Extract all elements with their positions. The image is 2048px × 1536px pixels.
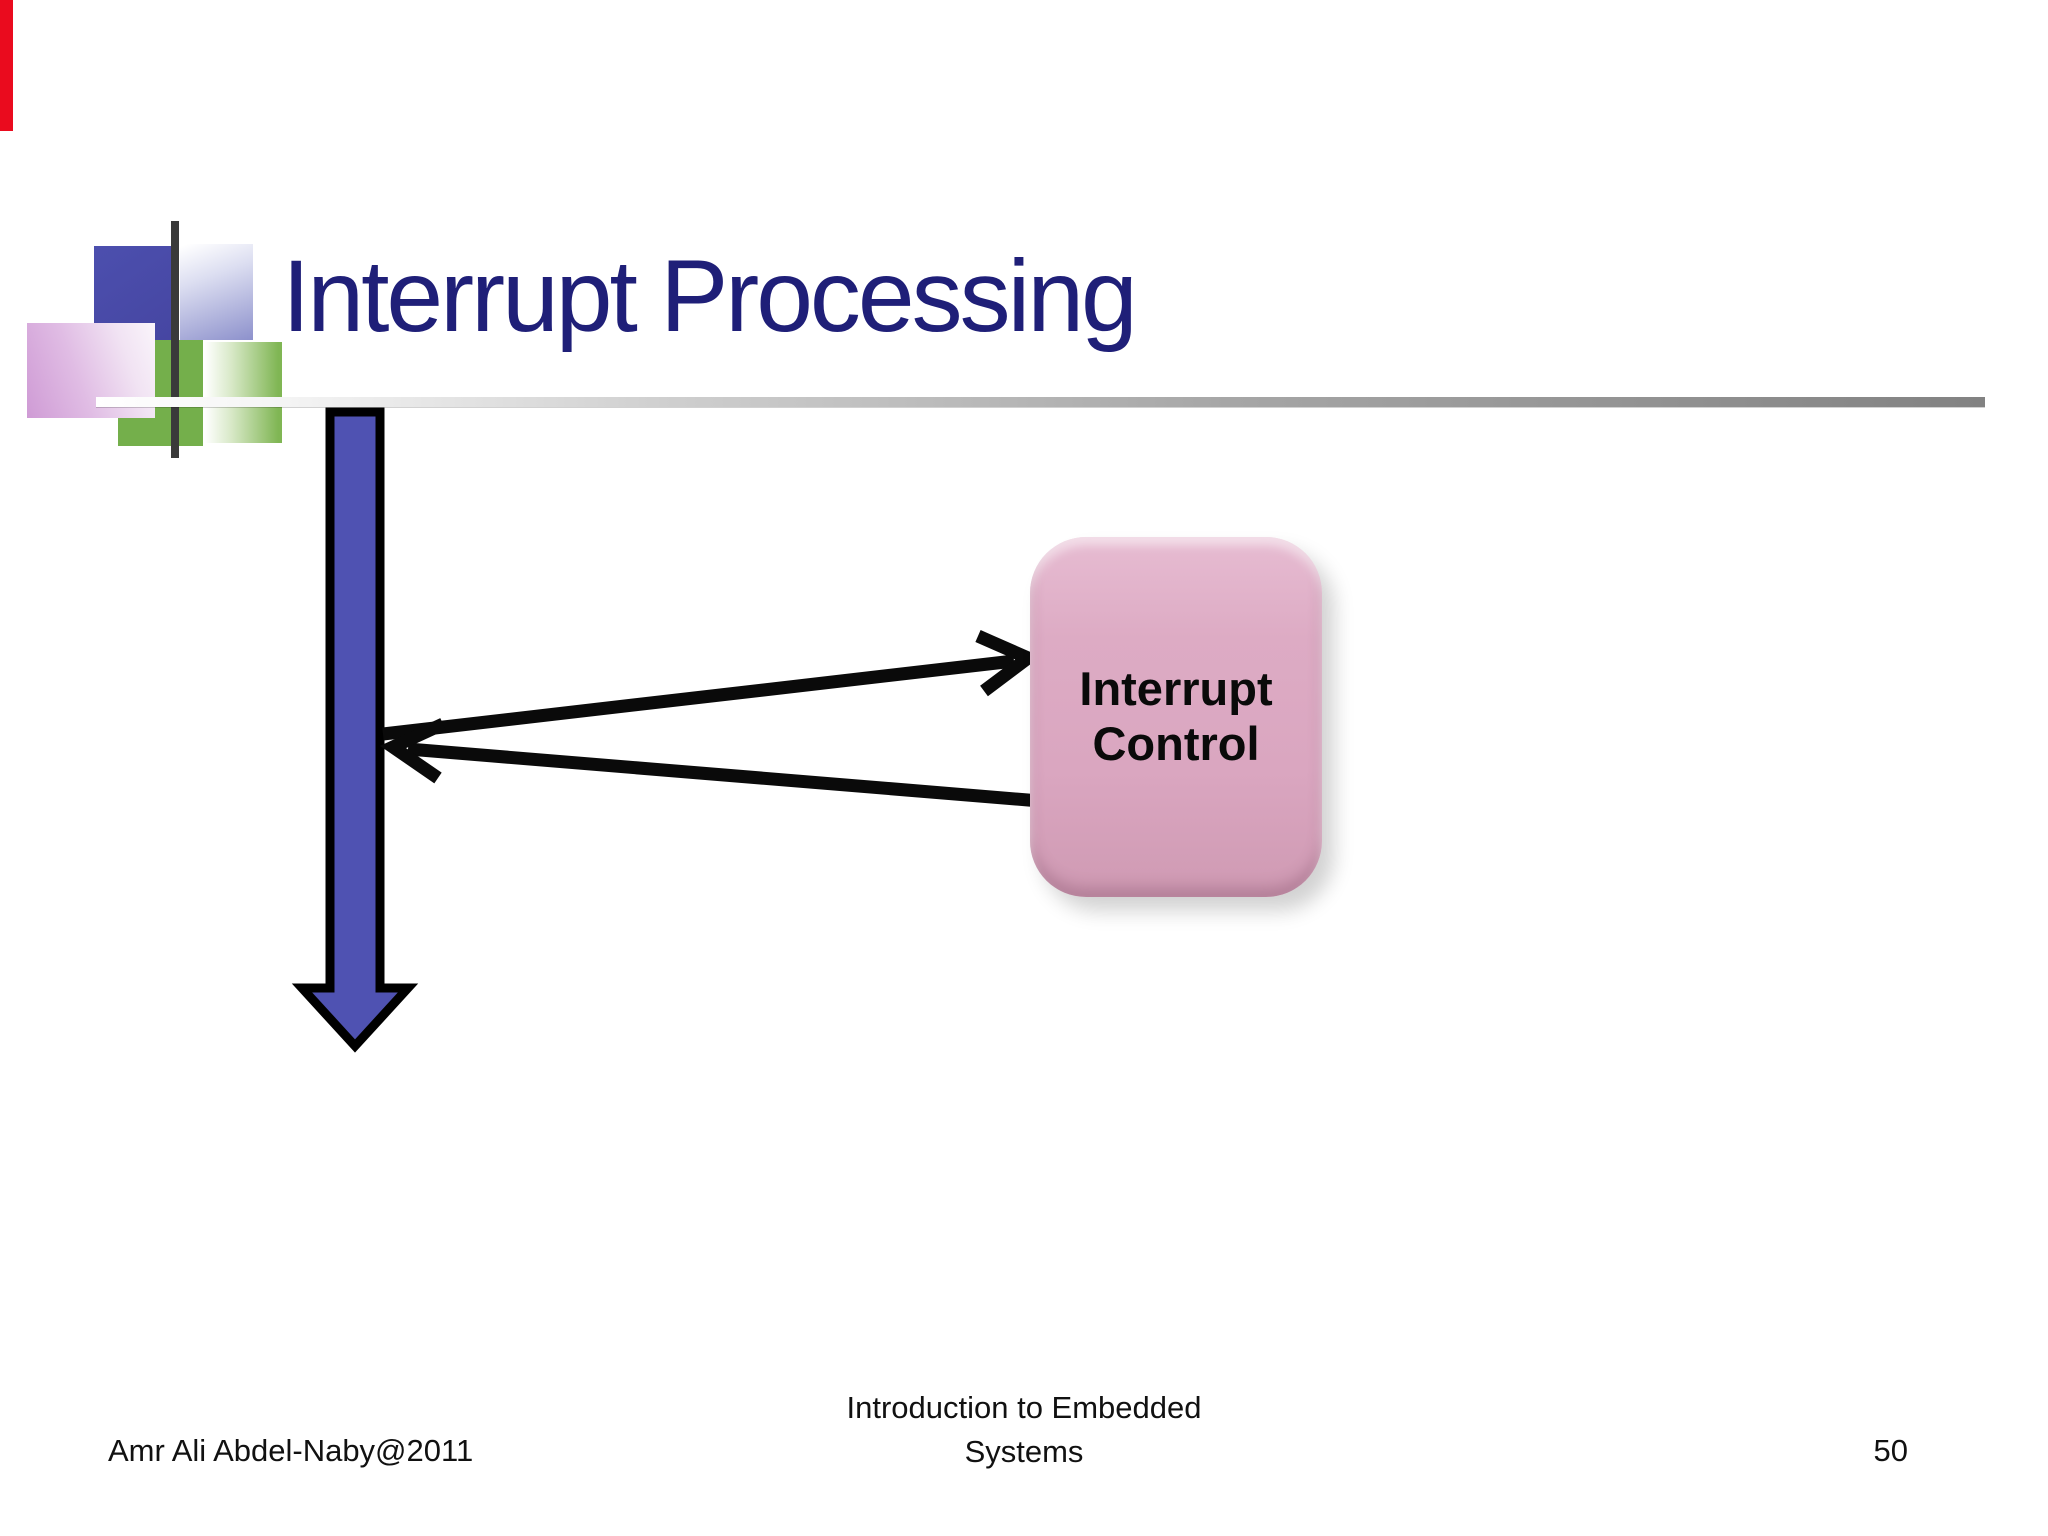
logo-vertical-line xyxy=(171,221,179,458)
logo-green-gradient-square xyxy=(205,342,282,443)
interrupt-request-arrow-icon xyxy=(382,630,1041,741)
title-underline xyxy=(96,397,1985,407)
footer-page-number: 50 xyxy=(1873,1433,1908,1468)
footer-course-title: Introduction to Embedded Systems xyxy=(846,1390,1202,1469)
page-title: Interrupt Processing xyxy=(282,239,1138,353)
interrupt-control-box: Interrupt Control xyxy=(1030,537,1322,897)
logo-lightblue-square xyxy=(180,244,253,340)
footer-author: Amr Ali Abdel-Naby@2011 xyxy=(108,1433,474,1468)
interrupt-control-label: Interrupt Control xyxy=(1079,662,1273,770)
program-timeline-arrow-icon xyxy=(291,407,419,1053)
red-edge-bar xyxy=(0,0,13,131)
interrupt-return-arrow-icon xyxy=(379,718,1041,808)
